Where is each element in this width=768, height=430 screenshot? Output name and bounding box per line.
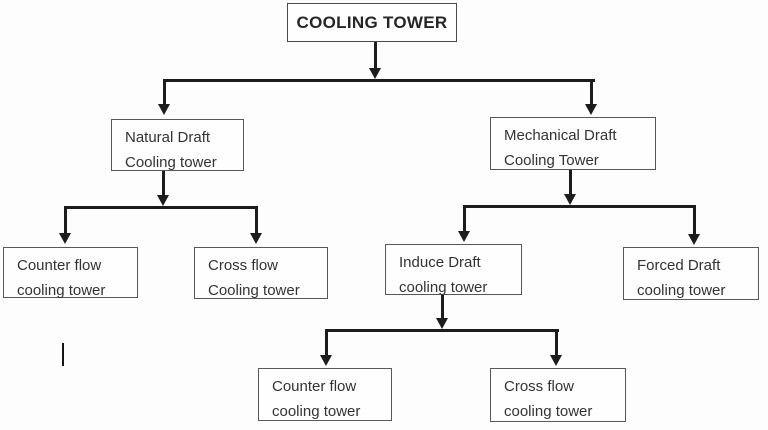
node-induce-draft: Induce Draft cooling tower — [385, 244, 522, 296]
connector-line — [463, 205, 696, 208]
connector-line — [64, 206, 67, 234]
connector-arrowhead — [436, 318, 448, 329]
connector-arrowhead — [585, 104, 597, 115]
connector-line — [325, 329, 559, 332]
node-label-line: cooling tower — [17, 282, 106, 299]
node-cross-flow-natural: Cross flow Cooling tower — [194, 247, 328, 299]
connector-line — [255, 206, 258, 234]
node-natural-draft: Natural Draft Cooling tower — [111, 119, 244, 171]
connector-arrowhead — [458, 231, 470, 242]
connector-arrowhead — [250, 233, 262, 244]
node-label-line: Induce Draft — [399, 254, 481, 271]
node-label-line: Counter flow — [272, 378, 357, 395]
connector-line — [325, 329, 328, 356]
connector-line — [693, 205, 696, 235]
connector-line — [64, 206, 258, 209]
stray-vertical-mark — [62, 343, 64, 366]
node-mechanical-draft: Mechanical Draft Cooling Tower — [490, 117, 656, 170]
connector-line — [163, 79, 595, 82]
connector-line — [441, 294, 444, 319]
node-label-line: Cooling tower — [125, 154, 217, 171]
node-cooling-tower: COOLING TOWER — [287, 3, 457, 42]
connector-arrowhead — [564, 194, 576, 205]
node-forced-draft: Forced Draft cooling tower — [623, 247, 759, 300]
node-counter-flow-induce: Counter flow cooling tower — [258, 368, 392, 421]
node-label-line: Cooling tower — [208, 282, 300, 299]
connector-arrowhead — [320, 355, 332, 366]
node-label-line: Cross flow — [208, 257, 279, 274]
node-cross-flow-induce: Cross flow cooling tower — [490, 368, 626, 422]
node-label-line: Mechanical Draft — [504, 127, 617, 144]
node-label-line: cooling tower — [637, 282, 726, 299]
connector-line — [163, 79, 166, 105]
connector-line — [463, 205, 466, 232]
connector-arrowhead — [157, 195, 169, 206]
node-label: COOLING TOWER — [296, 13, 448, 32]
node-counter-flow-natural: Counter flow cooling tower — [3, 247, 138, 299]
connector-arrowhead — [369, 68, 381, 79]
connector-arrowhead — [550, 355, 562, 366]
connector-line — [374, 42, 377, 69]
connector-line — [555, 329, 558, 356]
connector-line — [569, 169, 572, 195]
connector-arrowhead — [59, 233, 71, 244]
node-label-line: cooling tower — [504, 403, 593, 420]
connector-line — [162, 170, 165, 196]
node-label-line: Counter flow — [17, 257, 102, 274]
node-label-line: Natural Draft — [125, 129, 211, 146]
connector-arrowhead — [688, 234, 700, 245]
node-label-line: Cross flow — [504, 378, 575, 395]
node-label-line: Forced Draft — [637, 257, 721, 274]
node-label-line: Cooling Tower — [504, 152, 599, 169]
node-label-line: cooling tower — [399, 279, 488, 296]
connector-line — [590, 79, 593, 105]
connector-arrowhead — [158, 104, 170, 115]
node-label-line: cooling tower — [272, 403, 361, 420]
